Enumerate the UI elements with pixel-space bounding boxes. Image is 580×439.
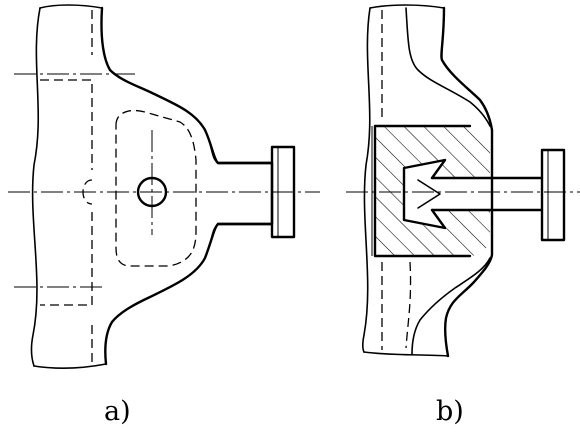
view-b-plunger-shaft — [430, 176, 544, 212]
view-b-break-edge-left — [362, 7, 371, 353]
view-b-inner-wall — [405, 7, 491, 127]
label-a: a) — [104, 396, 131, 427]
view-b-section-boundary — [373, 124, 472, 258]
view-b-plunger-tip-v — [417, 179, 441, 209]
view-b-knob — [540, 148, 566, 242]
view-b-section-hatch — [375, 126, 490, 256]
view-a-boss-joint — [207, 137, 219, 251]
view-a-body-outline — [100, 6, 274, 165]
view-b — [346, 4, 580, 358]
view-a-hidden-cavity — [115, 109, 197, 267]
view-b-inner-wall-lower — [411, 257, 491, 355]
view-b-hidden-lines — [381, 10, 412, 350]
view-a — [8, 4, 320, 369]
view-b-body-outline — [440, 6, 494, 358]
view-a-break-edge-top — [39, 4, 103, 9]
view-b-break-edge-bottom — [363, 351, 449, 357]
label-b: b) — [436, 396, 464, 427]
view-a-break-edge-left — [30, 7, 41, 367]
view-a-hidden-recess — [40, 10, 93, 362]
view-a-body-outline-lower — [104, 222, 274, 366]
view-a-plunger-shaft — [216, 161, 274, 226]
view-b-plunger-tip — [402, 158, 447, 230]
view-a-break-edge-bottom — [33, 363, 107, 369]
view-a-pin-hole — [136, 176, 168, 208]
view-b-break-edge-top — [369, 4, 445, 9]
